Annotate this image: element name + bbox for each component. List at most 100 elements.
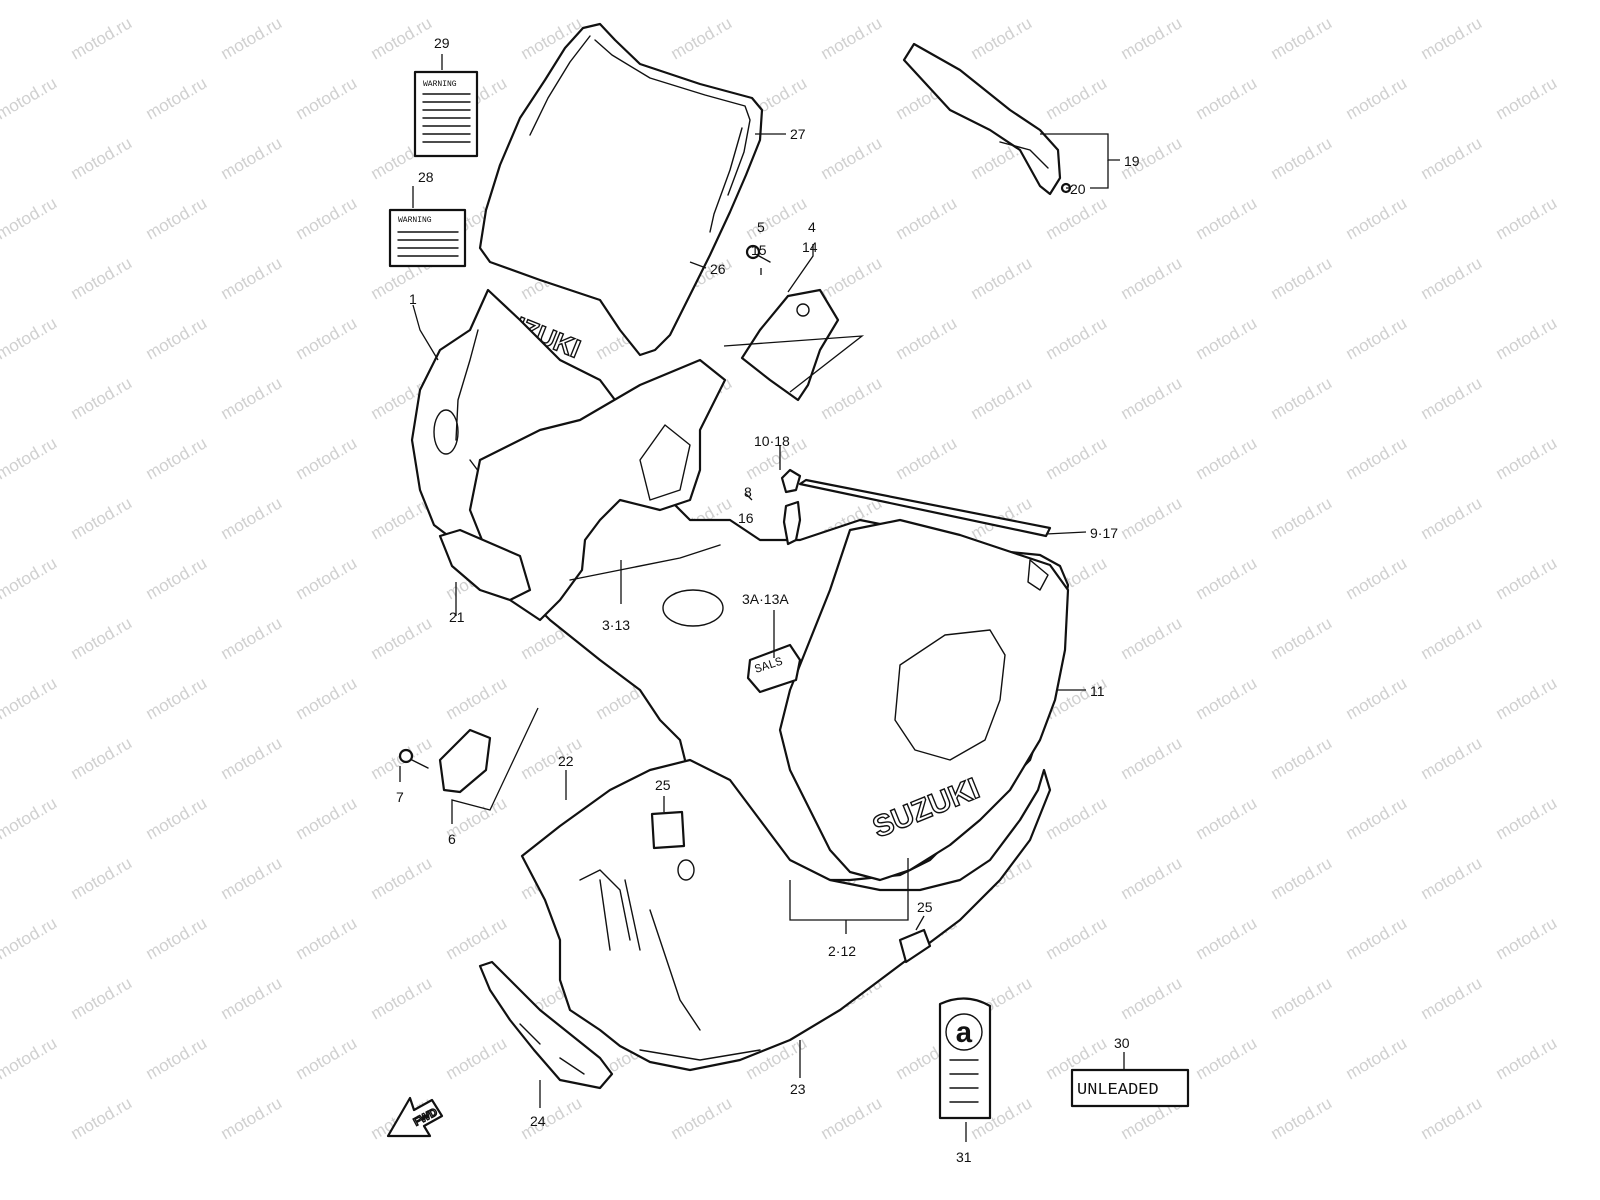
unleaded-text: UNLEADED	[1077, 1081, 1159, 1100]
part-8-16-clip[interactable]	[782, 500, 802, 546]
callout-10-18: 10·18	[754, 433, 790, 449]
part-21-air-duct[interactable]	[438, 528, 532, 602]
watermark-text: motod.ru	[368, 853, 436, 903]
callout-8: 8	[744, 484, 752, 500]
watermark-text: motod.ru	[218, 493, 286, 543]
part-29-warning-label[interactable]	[413, 70, 479, 158]
watermark-text: motod.ru	[1193, 193, 1261, 243]
part-7-screw[interactable]	[398, 748, 429, 769]
watermark-text: motod.ru	[1493, 553, 1561, 603]
watermark-text: motod.ru	[0, 1033, 60, 1083]
watermark-text: motod.ru	[218, 1093, 286, 1143]
watermark-text: motod.ru	[143, 433, 211, 483]
watermark-text: motod.ru	[218, 853, 286, 903]
watermark-text: motod.ru	[1193, 313, 1261, 363]
part-25-cushion-a[interactable]	[650, 810, 686, 850]
watermark-text: motod.ru	[668, 1093, 736, 1143]
watermark-text: motod.ru	[1268, 1093, 1336, 1143]
watermark-text: motod.ru	[1493, 433, 1561, 483]
watermark-text: motod.ru	[218, 253, 286, 303]
leader-lines	[399, 54, 1125, 1142]
watermark-text: motod.ru	[1418, 253, 1486, 303]
callout-29: 29	[434, 35, 450, 51]
callout-16: 16	[738, 510, 754, 526]
watermark-text: motod.ru	[1268, 13, 1336, 63]
callout-9-17: 9·17	[1090, 525, 1118, 541]
watermark-text: motod.ru	[1118, 253, 1186, 303]
callout-1: 1	[409, 291, 417, 307]
callout-15: 15	[751, 242, 767, 258]
watermark-text: motod.ru	[143, 913, 211, 963]
watermark-text: motod.ru	[0, 913, 60, 963]
watermark-text: motod.ru	[1118, 373, 1186, 423]
watermark-text: motod.ru	[1343, 433, 1411, 483]
watermark-text: motod.ru	[1193, 553, 1261, 603]
callout-31: 31	[956, 1149, 972, 1165]
watermark-text: motod.ru	[1418, 973, 1486, 1023]
watermark-text: motod.ru	[1043, 913, 1111, 963]
watermark-text: motod.ru	[443, 1033, 511, 1083]
callout-6: 6	[448, 831, 456, 847]
part-4-14-inner-panel[interactable]	[740, 288, 840, 402]
callout-5: 5	[757, 219, 765, 235]
part-3a-emblem[interactable]	[746, 643, 802, 694]
part-28-warning-label[interactable]	[388, 208, 467, 268]
watermark-text: motod.ru	[1418, 493, 1486, 543]
watermark-text: motod.ru	[143, 1033, 211, 1083]
watermark-text: motod.ru	[1043, 433, 1111, 483]
watermark-text: motod.ru	[368, 973, 436, 1023]
part-31-fuel-sticker[interactable]	[938, 997, 992, 1120]
part-11-side-cowling-right[interactable]	[778, 518, 1070, 882]
callout-2-12: 2·12	[828, 943, 856, 959]
watermark-text: motod.ru	[293, 193, 361, 243]
callout-labels: 29 28 1 27 26 5 15 4 14 19 20 10·18 8 16…	[396, 35, 1140, 1165]
watermark-text: motod.ru	[1118, 973, 1186, 1023]
watermark-text: motod.ru	[0, 73, 60, 123]
watermark-text: motod.ru	[893, 433, 961, 483]
watermark-text: motod.ru	[1268, 613, 1336, 663]
watermark-text: motod.ru	[68, 1093, 136, 1143]
watermark-text: motod.ru	[1118, 13, 1186, 63]
watermark-text: motod.ru	[1493, 793, 1561, 843]
watermark-text: motod.ru	[293, 433, 361, 483]
watermark-text: motod.ru	[1268, 973, 1336, 1023]
watermark-text: motod.ru	[1418, 1093, 1486, 1143]
watermark-text: motod.ru	[68, 613, 136, 663]
watermark-text: motod.ru	[818, 13, 886, 63]
part-24-bracket[interactable]	[478, 960, 614, 1090]
watermark-text: motod.ru	[1343, 913, 1411, 963]
part-9-17-trim-strip[interactable]	[798, 478, 1052, 538]
watermark-text: motod.ru	[143, 673, 211, 723]
watermark-text: motod.ru	[1268, 133, 1336, 183]
watermark-text: motod.ru	[218, 373, 286, 423]
callout-25-a: 25	[655, 777, 671, 793]
watermark-text: motod.ru	[143, 793, 211, 843]
watermark-text: motod.ru	[1043, 193, 1111, 243]
watermark-text: motod.ru	[293, 313, 361, 363]
callout-23: 23	[790, 1081, 806, 1097]
part-3-13-side-cowling[interactable]	[468, 358, 727, 627]
part-10-18-grommet[interactable]	[780, 468, 802, 494]
watermark-text: motod.ru	[0, 433, 60, 483]
watermark-text: motod.ru	[0, 793, 60, 843]
watermark-text: motod.ru	[1418, 373, 1486, 423]
watermark-text: motod.ru	[968, 373, 1036, 423]
callout-14: 14	[802, 239, 818, 255]
watermark-text: motod.ru	[443, 673, 511, 723]
label-28-title: WARNING	[398, 216, 432, 225]
part-5-15-screw[interactable]	[745, 244, 771, 263]
watermark-text: motod.ru	[1343, 313, 1411, 363]
part-6-cover[interactable]	[438, 728, 492, 794]
watermark-text: motod.ru	[1268, 853, 1336, 903]
part-30-unleaded-label[interactable]	[1070, 1068, 1190, 1108]
part-25-cushion-b[interactable]	[898, 928, 932, 964]
part-27-windscreen[interactable]	[478, 22, 764, 357]
part-19-garnish[interactable]	[902, 42, 1062, 196]
watermark-text: motod.ru	[293, 1033, 361, 1083]
watermark-text: motod.ru	[68, 133, 136, 183]
watermark-text: motod.ru	[293, 73, 361, 123]
callout-24: 24	[530, 1113, 546, 1129]
watermark-text: motod.ru	[1343, 73, 1411, 123]
